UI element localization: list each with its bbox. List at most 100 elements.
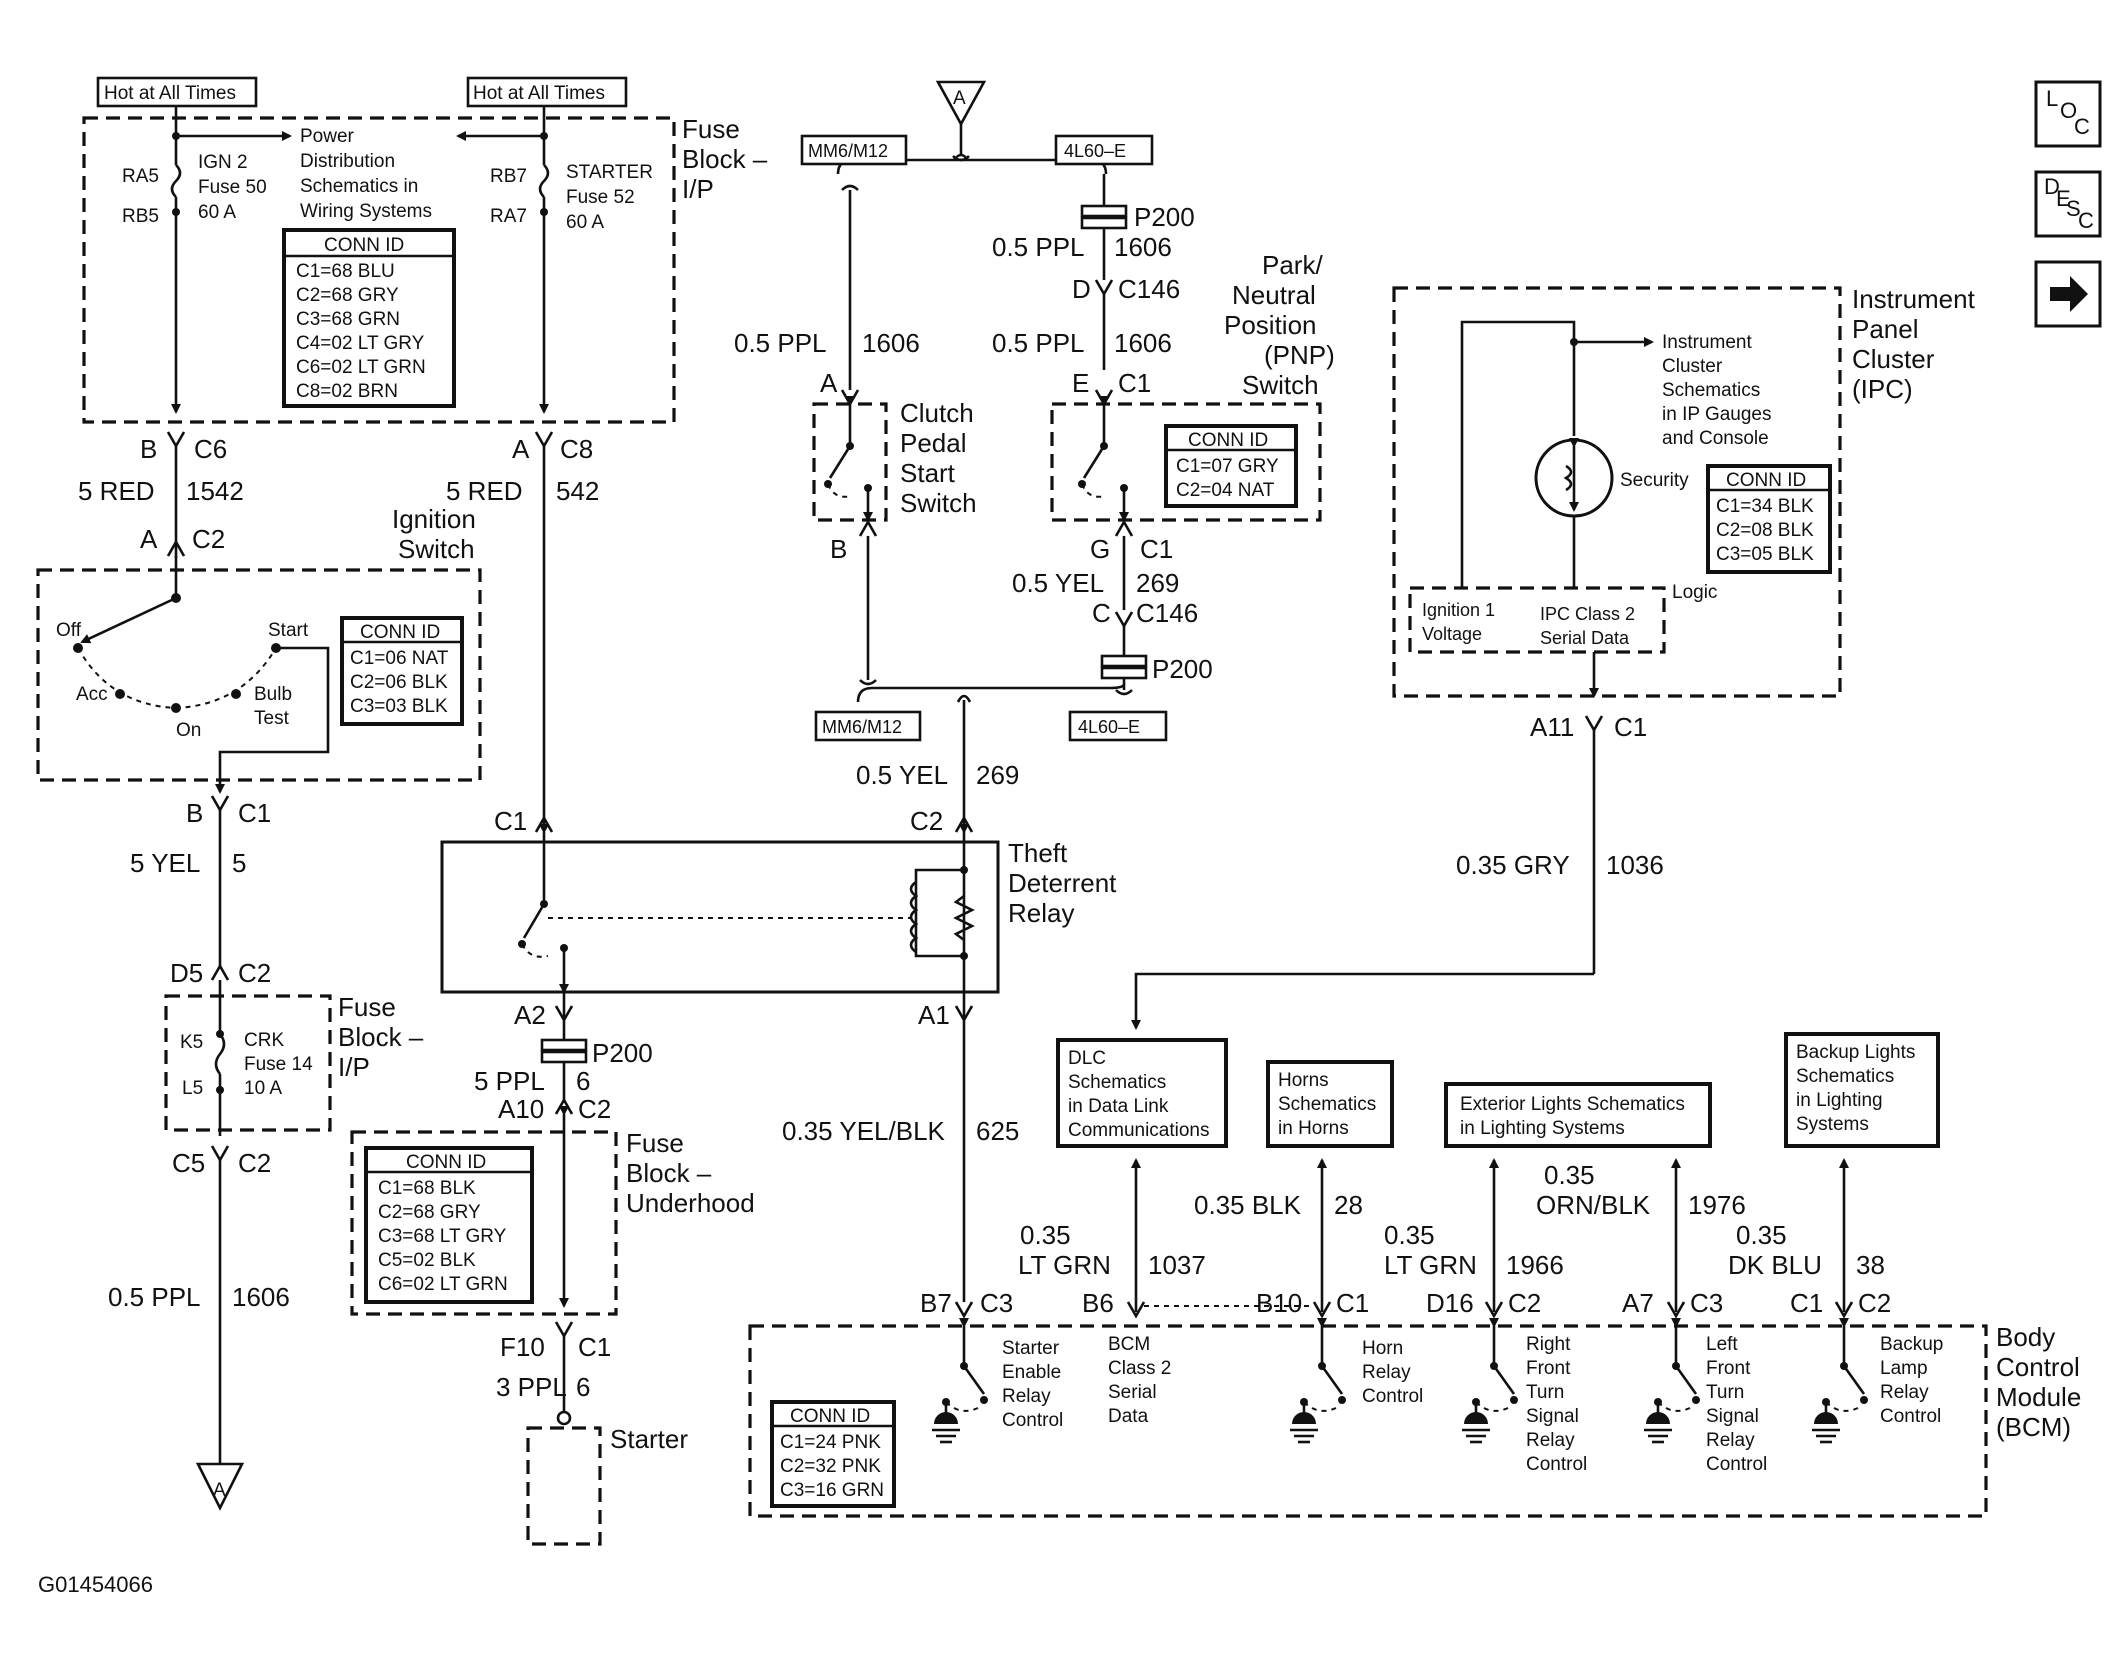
svg-text:Wiring Systems: Wiring Systems xyxy=(300,201,432,222)
svg-text:C6=02 LT GRN: C6=02 LT GRN xyxy=(378,1274,508,1295)
svg-text:Ignition 1: Ignition 1 xyxy=(1422,600,1495,620)
svg-text:A: A xyxy=(820,368,838,398)
svg-text:Panel: Panel xyxy=(1852,314,1919,344)
svg-text:Relay: Relay xyxy=(1002,1386,1051,1407)
svg-text:Relay: Relay xyxy=(1526,1430,1575,1451)
svg-text:Horn: Horn xyxy=(1362,1338,1403,1359)
svg-text:Starter: Starter xyxy=(610,1424,688,1454)
ref-exterior-lights-schematics[interactable]: Exterior Lights Schematics in Lighting S… xyxy=(1444,1082,1712,1148)
svg-text:(PNP): (PNP) xyxy=(1264,340,1335,370)
svg-text:Control: Control xyxy=(1362,1386,1423,1407)
svg-text:in IP Gauges: in IP Gauges xyxy=(1662,404,1772,425)
svg-text:O: O xyxy=(2060,98,2077,123)
svg-text:C3=16 GRN: C3=16 GRN xyxy=(780,1480,884,1501)
svg-text:C1=68 BLU: C1=68 BLU xyxy=(296,261,395,282)
svg-text:L5: L5 xyxy=(182,1078,203,1099)
ref-backup-lights-schematics[interactable]: Backup Lights Schematics in Lighting Sys… xyxy=(1784,1032,1940,1148)
svg-text:Turn: Turn xyxy=(1526,1382,1564,1403)
svg-text:Exterior Lights Schematics: Exterior Lights Schematics xyxy=(1460,1094,1685,1115)
svg-text:C3=68 GRN: C3=68 GRN xyxy=(296,309,400,330)
svg-text:Turn: Turn xyxy=(1706,1382,1744,1403)
svg-text:B: B xyxy=(186,798,203,828)
svg-text:Switch: Switch xyxy=(900,488,977,518)
svg-text:B6: B6 xyxy=(1082,1288,1114,1318)
svg-text:Power: Power xyxy=(300,126,355,147)
wire-542: A C8 5 RED 542 xyxy=(446,431,599,824)
svg-text:28: 28 xyxy=(1334,1190,1363,1220)
svg-text:Control: Control xyxy=(1880,1406,1941,1427)
svg-text:C6: C6 xyxy=(194,434,227,464)
svg-text:DK BLU: DK BLU xyxy=(1728,1250,1822,1280)
svg-text:0.35 BLK: 0.35 BLK xyxy=(1194,1190,1302,1220)
svg-text:E: E xyxy=(2056,186,2071,211)
svg-text:Backup: Backup xyxy=(1880,1334,1943,1355)
ref-horns-schematics[interactable]: Horns Schematics in Horns xyxy=(1266,1060,1394,1148)
option-label-4l60-top: 4L60–E xyxy=(1054,134,1154,166)
svg-text:C: C xyxy=(2074,114,2090,139)
svg-text:C2: C2 xyxy=(910,806,943,836)
svg-text:C1=24 PNK: C1=24 PNK xyxy=(780,1432,881,1453)
svg-text:STARTER: STARTER xyxy=(566,162,653,183)
svg-text:A7: A7 xyxy=(1622,1288,1654,1318)
svg-text:C3: C3 xyxy=(980,1288,1013,1318)
svg-text:Switch: Switch xyxy=(1242,370,1319,400)
svg-text:Relay: Relay xyxy=(1880,1382,1929,1403)
svg-text:Start: Start xyxy=(268,620,309,641)
svg-text:C3=68 LT GRY: C3=68 LT GRY xyxy=(378,1226,507,1247)
svg-text:Class 2: Class 2 xyxy=(1108,1358,1171,1379)
svg-text:5 RED: 5 RED xyxy=(446,476,523,506)
svg-text:C2: C2 xyxy=(238,958,271,988)
svg-text:4L60–E: 4L60–E xyxy=(1078,717,1140,737)
svg-text:0.35 GRY: 0.35 GRY xyxy=(1456,850,1570,880)
svg-text:Front: Front xyxy=(1526,1358,1571,1379)
svg-text:Clutch: Clutch xyxy=(900,398,974,428)
svg-text:Deterrent: Deterrent xyxy=(1008,868,1117,898)
svg-text:Schematics: Schematics xyxy=(1278,1094,1376,1115)
svg-text:Signal: Signal xyxy=(1706,1406,1759,1427)
clutch-pedal-start-switch: 0.5 PPL 1606 A Clutch Pedal Start Switch… xyxy=(734,184,977,686)
svg-text:C1: C1 xyxy=(1336,1288,1369,1318)
svg-text:60 A: 60 A xyxy=(198,202,236,223)
svg-text:C2=32 PNK: C2=32 PNK xyxy=(780,1456,881,1477)
svg-text:Underhood: Underhood xyxy=(626,1188,755,1218)
svg-text:G: G xyxy=(1090,534,1110,564)
wire-5-yel: B C1 5 YEL 5 D5 C2 xyxy=(130,795,271,988)
svg-text:C: C xyxy=(2078,208,2094,233)
option-label-4l60-bottom: 4L60–E xyxy=(1068,710,1168,742)
svg-text:B: B xyxy=(830,534,847,564)
svg-text:Hot at All Times: Hot at All Times xyxy=(104,83,236,104)
svg-text:Schematics: Schematics xyxy=(1796,1066,1894,1087)
wire-1036: A11 C1 0.35 GRY 1036 xyxy=(1131,712,1664,1030)
svg-text:Cluster: Cluster xyxy=(1662,356,1723,377)
svg-text:Schematics in: Schematics in xyxy=(300,176,418,197)
svg-text:C1=06 NAT: C1=06 NAT xyxy=(350,648,449,669)
svg-text:I/P: I/P xyxy=(338,1052,370,1082)
next-page-button[interactable] xyxy=(2034,260,2102,328)
fuse-block-ip: Hot at All Times Hot at All Times Fuse B… xyxy=(82,76,768,424)
svg-text:6: 6 xyxy=(576,1066,590,1096)
bcm-backup-lamp-relay-switch: Backup Lamp Relay Control xyxy=(1812,1318,1943,1444)
location-button[interactable]: L O C xyxy=(2034,80,2102,148)
svg-text:ORN/BLK: ORN/BLK xyxy=(1536,1190,1651,1220)
fuse-block-ip-crk: Fuse Block – I/P K5 L5 CRK Fuse 14 10 A xyxy=(164,980,424,1136)
svg-text:B10: B10 xyxy=(1256,1288,1302,1318)
svg-text:A2: A2 xyxy=(514,1000,546,1030)
conn-id-table-fuse-ip: CONN ID C1=68 BLU C2=68 GRY C3=68 GRN C4… xyxy=(282,228,456,408)
ref-dlc-schematics[interactable]: DLC Schematics in Data Link Communicatio… xyxy=(1056,1038,1228,1148)
svg-text:Fuse: Fuse xyxy=(626,1128,684,1158)
svg-text:5 PPL: 5 PPL xyxy=(474,1066,545,1096)
svg-text:60 A: 60 A xyxy=(566,212,604,233)
svg-text:C8: C8 xyxy=(560,434,593,464)
svg-text:0.5 YEL: 0.5 YEL xyxy=(856,760,948,790)
svg-text:C146: C146 xyxy=(1136,598,1198,628)
svg-text:C1: C1 xyxy=(578,1332,611,1362)
svg-text:1966: 1966 xyxy=(1506,1250,1564,1280)
hot-label-left: Hot at All Times xyxy=(96,76,258,108)
svg-text:Fuse: Fuse xyxy=(338,992,396,1022)
svg-text:Relay: Relay xyxy=(1008,898,1074,928)
svg-text:Theft: Theft xyxy=(1008,838,1068,868)
description-button[interactable]: D E S C xyxy=(2034,170,2102,238)
svg-text:Control: Control xyxy=(1996,1352,2080,1382)
svg-text:269: 269 xyxy=(1136,568,1179,598)
svg-text:D: D xyxy=(1072,274,1091,304)
